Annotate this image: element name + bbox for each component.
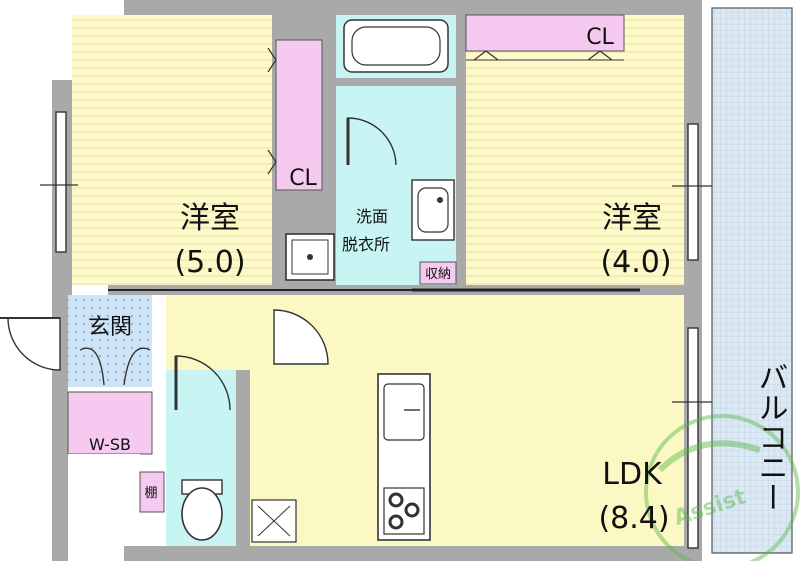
fridge-space-icon <box>251 499 297 543</box>
washing-machine-pan-icon <box>285 233 335 281</box>
entrance <box>0 295 152 387</box>
toilet-icon <box>181 479 223 541</box>
bathtub-icon <box>343 19 449 73</box>
partition-wall <box>108 285 684 295</box>
walk-in-shoe-box-label: W-SB <box>89 435 131 454</box>
closet-1-label: CL <box>289 166 317 191</box>
western-room-2-size: (4.0) <box>600 245 671 280</box>
closet-2 <box>465 14 625 61</box>
bath-door-icon <box>346 117 397 166</box>
entrance-label: 玄関 <box>88 315 132 340</box>
storage <box>419 261 457 285</box>
closet-2-label: CL <box>586 25 614 50</box>
closet-1 <box>267 39 323 191</box>
assist-watermark-logo <box>644 414 800 561</box>
western-room-1-size: (5.0) <box>174 245 245 280</box>
ldk <box>250 295 684 546</box>
shelf <box>139 471 165 513</box>
western-room-1-name: 洋室 <box>180 201 240 236</box>
balcony <box>702 0 800 561</box>
storage-label: 収納 <box>425 267 451 282</box>
washroom-label-1: 洗面 <box>356 207 388 226</box>
hallway <box>166 295 272 370</box>
balcony-label: バルコニー <box>753 362 788 512</box>
washroom-label-2: 脱衣所 <box>342 235 390 254</box>
windows <box>40 111 712 549</box>
ldk-name: LDK <box>602 457 663 492</box>
ldk-size: (8.4) <box>598 501 669 536</box>
shelf-label: 棚 <box>144 486 157 501</box>
walk-in-shoe-box <box>67 391 153 546</box>
western-room-2-name: 洋室 <box>602 201 662 236</box>
washbasin-icon <box>411 179 455 241</box>
stove-icon <box>383 487 425 535</box>
